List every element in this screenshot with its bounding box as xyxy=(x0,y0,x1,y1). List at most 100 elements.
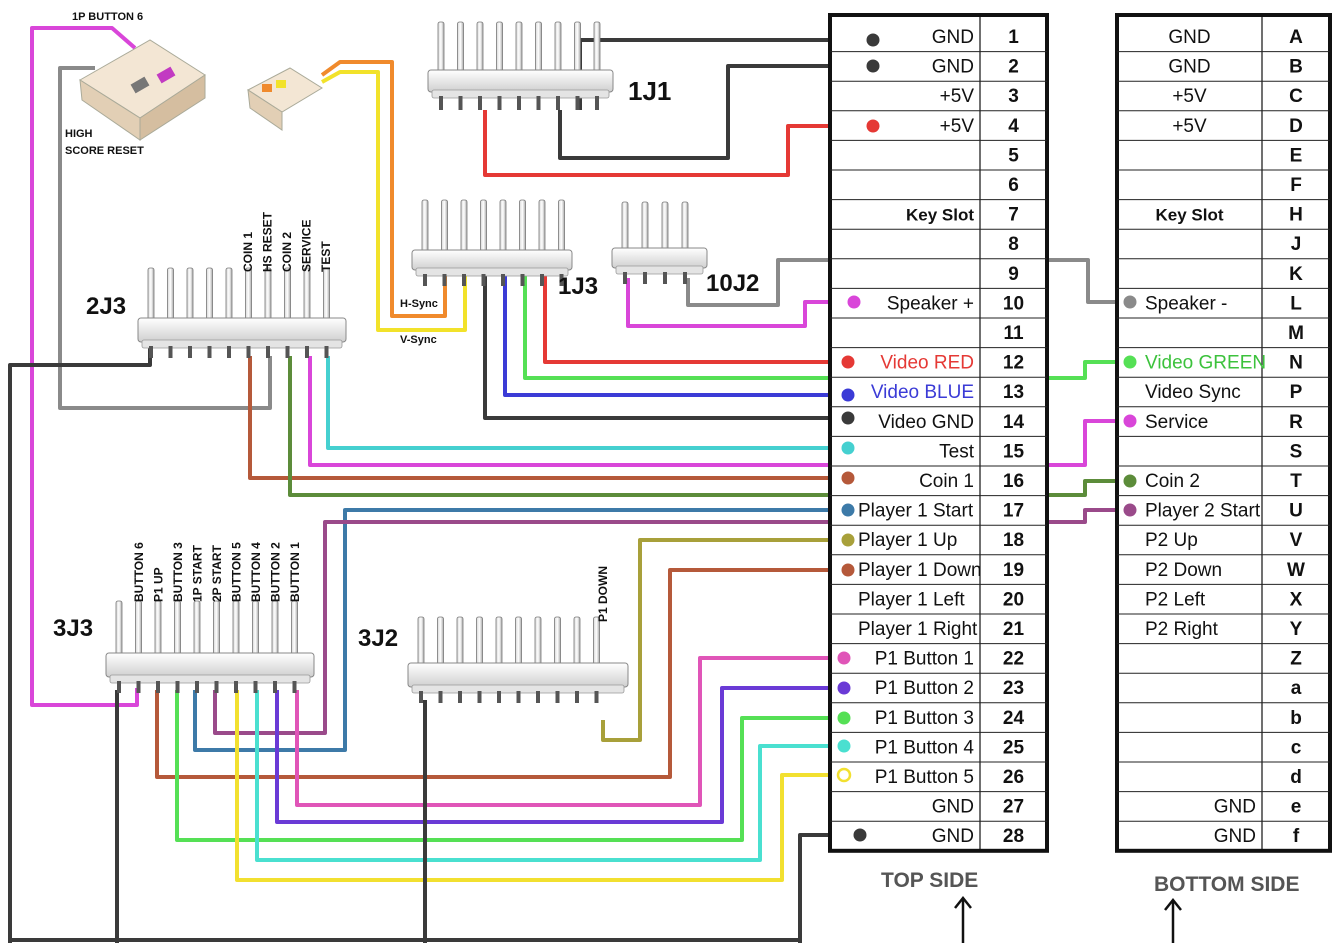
top_side-table-frame xyxy=(828,13,1049,853)
pin-label: +5V xyxy=(940,86,975,107)
wire-end-dot xyxy=(837,651,851,665)
bottom_side-table-frame xyxy=(1115,13,1332,853)
pin-label: Player 1 Down xyxy=(858,560,982,581)
pin-label: GND xyxy=(1168,27,1210,48)
high-score-label-2: SCORE RESET xyxy=(65,145,144,157)
wire-end-dot xyxy=(841,411,855,425)
top-side-label: TOP SIDE xyxy=(881,869,978,892)
pin-label: GND xyxy=(1214,797,1256,818)
wire-button5 xyxy=(235,690,844,882)
pin-number: 25 xyxy=(1003,737,1025,758)
pin-number: J xyxy=(1291,234,1302,255)
wire-p1-down xyxy=(155,568,848,779)
pin-label: P2 Left xyxy=(1145,589,1206,610)
connector-1j1-label: 1J1 xyxy=(628,76,671,106)
pin-label: P1 Button 5 xyxy=(875,767,974,788)
top-side-arrow xyxy=(954,895,972,943)
pin-label: Player 1 Up xyxy=(858,530,957,551)
pin-label: P2 Up xyxy=(1145,530,1198,551)
pin-number: M xyxy=(1288,323,1304,344)
wire-end-dot xyxy=(841,388,855,402)
pin-number: 8 xyxy=(1008,234,1019,255)
pin-number: 12 xyxy=(1003,353,1024,374)
button6-housing xyxy=(79,39,206,141)
pin-number: N xyxy=(1289,353,1303,374)
bottom-side-label: BOTTOM SIDE xyxy=(1154,873,1299,896)
wire-end-dot xyxy=(1123,355,1137,369)
pin-number: 13 xyxy=(1003,382,1024,403)
pin-number: 17 xyxy=(1003,501,1024,522)
pin-number: 7 xyxy=(1008,205,1019,226)
wire-end-markers xyxy=(836,33,1137,842)
wire-end-dot xyxy=(1123,503,1137,517)
hsync-plug xyxy=(247,67,323,131)
wire-end-dot xyxy=(847,295,861,309)
wire-hs-reset xyxy=(58,66,272,410)
pin-number: 23 xyxy=(1003,678,1024,699)
high-score-label-1: HIGH xyxy=(65,128,93,140)
wire-button1 xyxy=(295,656,844,807)
3j3-pin-label: 2P START xyxy=(210,544,224,602)
connectors xyxy=(79,21,708,703)
pin-label: P2 Down xyxy=(1145,560,1222,581)
wire-video-green xyxy=(523,276,1130,380)
pin-label: Player 2 Start xyxy=(1145,501,1261,522)
pin-number: Y xyxy=(1290,619,1303,640)
pin-number: 28 xyxy=(1003,826,1024,847)
wire-end-dot xyxy=(1123,414,1137,428)
pin-number: 24 xyxy=(1003,708,1025,729)
pin-number: 15 xyxy=(1003,441,1025,462)
3j3-pin-label: BUTTON 2 xyxy=(269,542,283,602)
pin-number: T xyxy=(1290,471,1302,492)
wire-service xyxy=(308,356,1130,467)
wire-video-gnd xyxy=(483,276,848,420)
connector-10j2 xyxy=(611,201,708,284)
pin-number: 14 xyxy=(1003,412,1025,433)
pin-label: Test xyxy=(939,441,975,462)
wire-end-dot xyxy=(866,119,880,133)
wire-button3 xyxy=(175,690,844,842)
wire-end-dot xyxy=(841,533,855,547)
pin-label: Player 1 Start xyxy=(858,501,974,522)
pin-label: P1 Button 2 xyxy=(875,678,974,699)
pin-label: Speaker + xyxy=(887,293,974,314)
pin-number: 27 xyxy=(1003,797,1024,818)
wire-end-dot xyxy=(841,503,855,517)
wire-end-dot xyxy=(866,59,880,73)
pin-label: Key Slot xyxy=(1155,206,1223,225)
connector-1j3-label: 1J3 xyxy=(558,273,598,300)
pin-label: +5V xyxy=(940,116,975,137)
connector-3j3 xyxy=(105,600,315,693)
pin-number: 16 xyxy=(1003,471,1024,492)
pin-label: P1 Button 3 xyxy=(875,708,974,729)
pin-number: 5 xyxy=(1008,145,1019,166)
pin-label: +5V xyxy=(1172,86,1207,107)
pin-number: 22 xyxy=(1003,649,1024,670)
2j3-pin-label: SERVICE xyxy=(300,220,314,272)
pin-label: P1 Button 4 xyxy=(875,737,975,758)
p1-down-label: P1 DOWN xyxy=(596,566,610,622)
connector-2j3 xyxy=(137,267,347,358)
pin-number: U xyxy=(1289,501,1303,522)
pin-number: b xyxy=(1290,708,1302,729)
connector-3j2-label: 3J2 xyxy=(358,625,398,652)
3j3-pin-label: BUTTON 4 xyxy=(249,542,263,602)
wire-end-dot xyxy=(1123,295,1137,309)
pin-number: 9 xyxy=(1008,264,1019,285)
pin-label: GND xyxy=(932,797,974,818)
connector-3j2 xyxy=(407,616,629,703)
pin-number: B xyxy=(1289,57,1303,78)
wire-p2-start xyxy=(213,508,1130,735)
connector-1j3 xyxy=(411,199,573,286)
pin-label: Video Sync xyxy=(1145,382,1241,403)
wire-end-dot xyxy=(837,739,851,753)
3j3-pin-label: 1P START xyxy=(191,544,205,602)
pin-number: 20 xyxy=(1003,589,1024,610)
3j3-pin-label: P1 UP xyxy=(152,567,166,602)
wire-end-dot xyxy=(841,355,855,369)
pin-number: L xyxy=(1290,293,1302,314)
